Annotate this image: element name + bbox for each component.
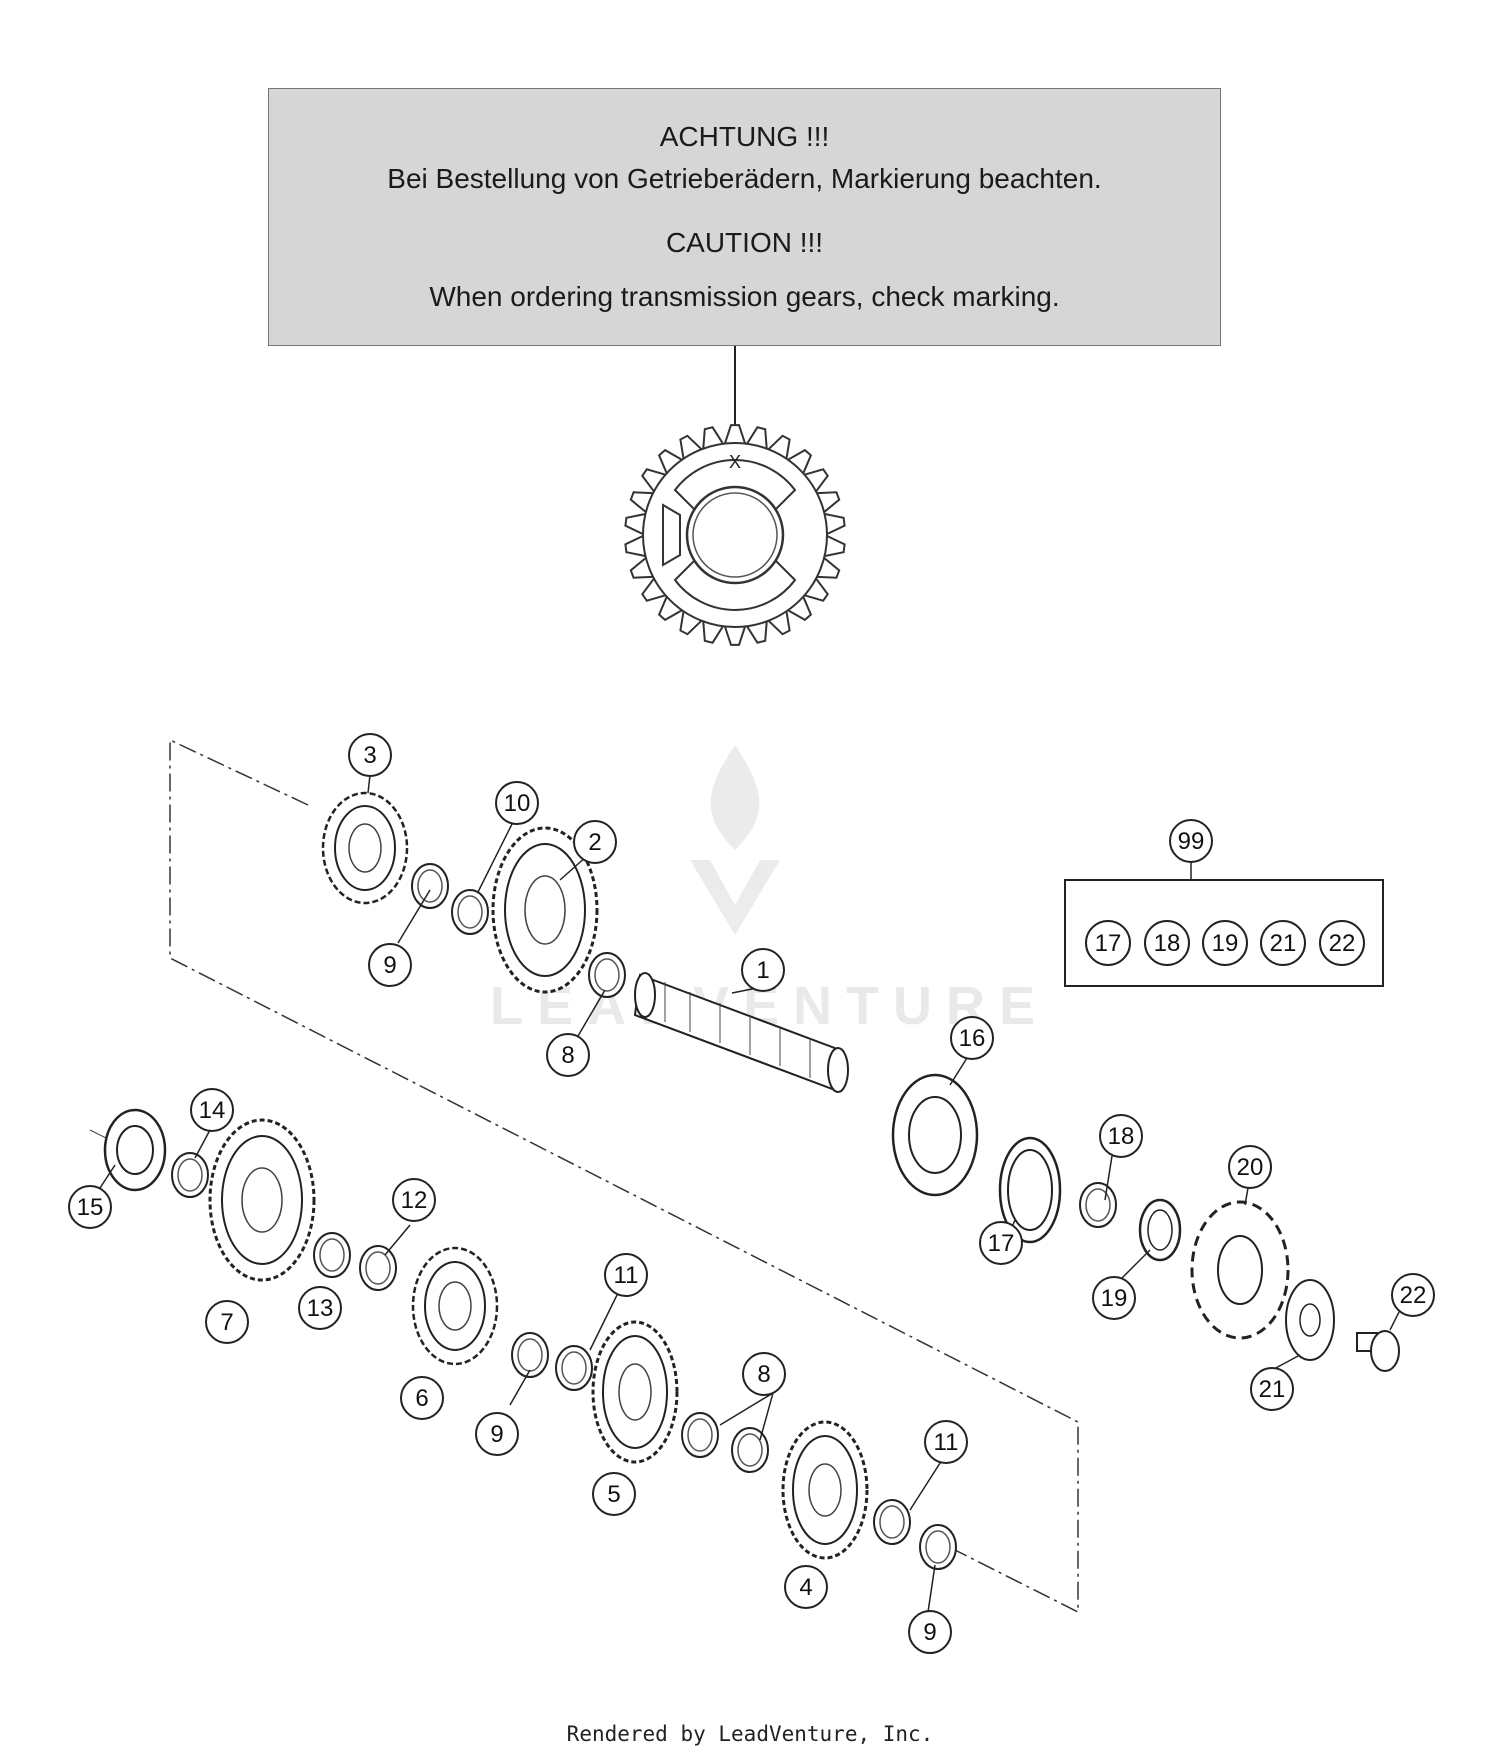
gear-tooth [624, 534, 648, 558]
gear-6 [411, 1246, 499, 1366]
watermark-logo [690, 745, 780, 935]
callout-14: 14 [199, 1097, 226, 1124]
callout-6: 6 [415, 1385, 428, 1412]
assembly-outline [169, 738, 1079, 1614]
gear-3 [321, 791, 409, 905]
gear-tooth [802, 468, 829, 494]
callout-19: 19 [1101, 1285, 1128, 1312]
caution-notice-box: ACHTUNG !!! Bei Bestellung von Getrieber… [268, 88, 1221, 346]
gear-7 [208, 1118, 316, 1282]
callout-99: 99 [1178, 828, 1205, 855]
gear-tooth [785, 594, 813, 622]
notice-de-text: Bei Bestellung von Getrieberädern, Marki… [387, 163, 1102, 194]
callout-20: 20 [1237, 1154, 1264, 1181]
circlip-9c [919, 1524, 957, 1570]
callout-21: 21 [1259, 1376, 1286, 1403]
callout-4: 4 [799, 1574, 812, 1601]
seal-17 [998, 1136, 1062, 1244]
gear-tooth [641, 468, 668, 494]
callout-15: 15 [77, 1194, 104, 1221]
bolt-22 [1356, 1330, 1400, 1372]
gear-tooth [679, 608, 704, 636]
main-shaft [633, 972, 849, 1093]
notice-en-heading: CAUTION !!! [665, 227, 824, 258]
bushing-8c [731, 1427, 769, 1473]
callout-11b: 11 [934, 1429, 959, 1456]
washer-11a [555, 1345, 593, 1391]
callout-circles [68, 733, 1435, 1654]
kit-item-22: 22 [1329, 930, 1356, 957]
gear-tooth [624, 512, 648, 536]
kit-item-17: 17 [1095, 930, 1122, 957]
bushing-8b [681, 1412, 719, 1458]
callout-3: 3 [363, 742, 376, 769]
callout-11a: 11 [614, 1262, 639, 1289]
gear-tooth [766, 608, 791, 636]
bearing-15 [103, 1108, 167, 1192]
notice-en-text: When ordering transmission gears, check … [429, 281, 1060, 312]
washer-18 [1079, 1182, 1117, 1228]
gear-tooth [679, 434, 704, 462]
washer-14 [171, 1152, 209, 1198]
gear-tooth [822, 512, 846, 536]
bushing-13 [313, 1232, 351, 1278]
callout-7: 7 [220, 1309, 233, 1336]
callout-17: 17 [988, 1230, 1015, 1257]
gear-tooth [766, 434, 791, 462]
callout-12: 12 [401, 1187, 428, 1214]
marking-x-label: X [729, 452, 741, 472]
gear-tooth [641, 576, 668, 602]
callout-9a: 9 [383, 952, 396, 979]
callout-8a: 8 [561, 1042, 574, 1069]
gear-tooth [785, 448, 813, 476]
washer-10 [451, 889, 489, 935]
kit-callout-circles [1085, 920, 1365, 966]
callout-9c: 9 [923, 1619, 936, 1646]
washer-21 [1285, 1279, 1335, 1361]
callout-22: 22 [1400, 1282, 1427, 1309]
bearing-16 [891, 1073, 979, 1197]
gear-tooth [657, 448, 685, 476]
kit-item-18: 18 [1154, 930, 1181, 957]
gear-tooth [723, 623, 747, 646]
bushing-19 [1138, 1198, 1182, 1262]
gear-4 [781, 1420, 869, 1560]
footer-credit: Rendered by LeadVenture, Inc. [566, 1722, 934, 1746]
callout-18: 18 [1108, 1123, 1135, 1150]
bushing-8a [588, 952, 626, 998]
circlip-9a [411, 863, 449, 909]
gear-2 [491, 826, 599, 994]
callout-8b: 8 [757, 1361, 770, 1388]
gear-tooth [723, 424, 747, 447]
callout-10: 10 [504, 790, 531, 817]
callout-5: 5 [607, 1481, 620, 1508]
callout-9b: 9 [490, 1421, 503, 1448]
gear-tooth [802, 576, 829, 602]
sprocket-20 [1190, 1200, 1290, 1340]
kit-item-19: 19 [1212, 930, 1239, 957]
washer-11b [873, 1499, 911, 1545]
callout-16: 16 [959, 1025, 986, 1052]
washer-12 [359, 1245, 397, 1291]
callout-2: 2 [588, 829, 601, 856]
notice-de-heading: ACHTUNG !!! [659, 121, 830, 152]
gear-5 [591, 1320, 679, 1464]
callout-13: 13 [307, 1295, 334, 1322]
kit-item-21: 21 [1270, 930, 1297, 957]
marked-gear-detail [624, 424, 846, 646]
gear-tooth [657, 594, 685, 622]
gear-tooth [822, 534, 846, 558]
callout-1: 1 [756, 957, 769, 984]
leader-lines [99, 774, 1406, 1613]
